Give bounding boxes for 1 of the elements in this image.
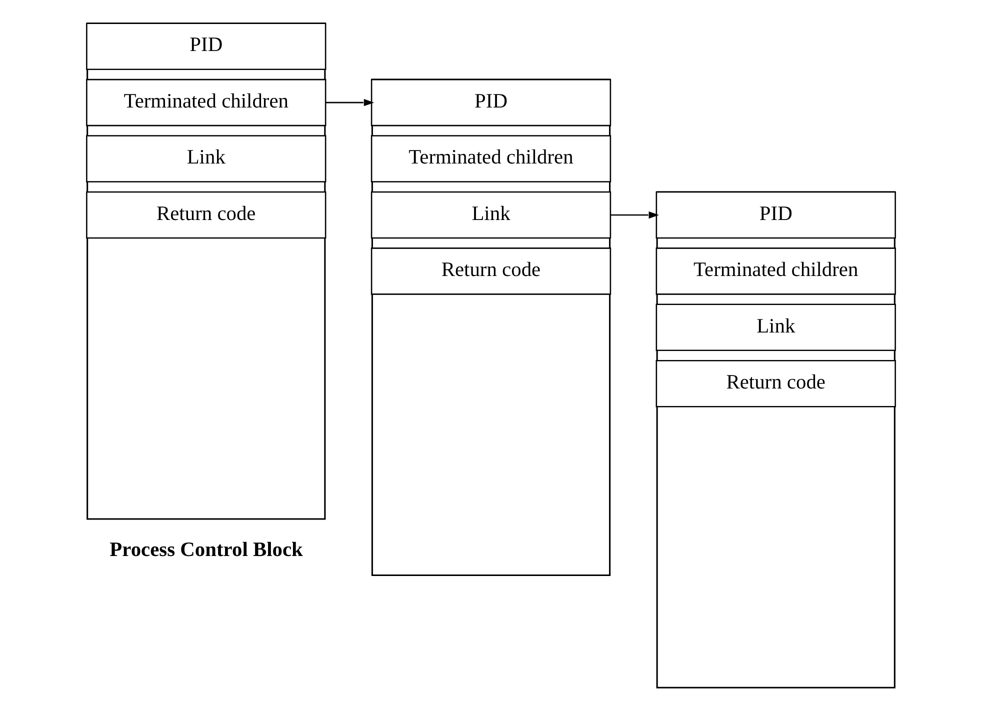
- node-label: Process Control Block: [109, 538, 302, 561]
